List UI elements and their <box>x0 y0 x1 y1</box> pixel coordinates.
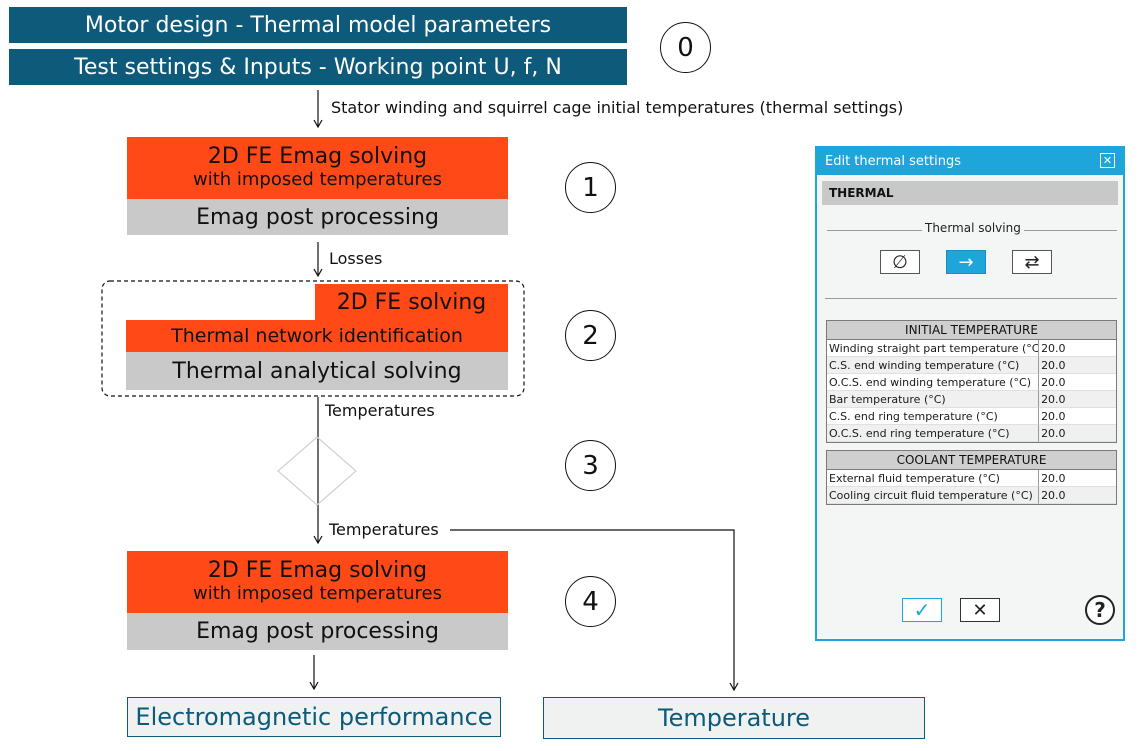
ok-button[interactable]: ✓ <box>902 598 942 622</box>
block2-dashed-frame <box>101 280 525 397</box>
coolant-temperature-title: COOLANT TEMPERATURE <box>896 453 1047 467</box>
block4-post-processing: Emag post processing <box>127 613 508 650</box>
checkmark-icon: ✓ <box>913 598 931 622</box>
result-temperature: Temperature <box>543 697 925 739</box>
row-value-field[interactable]: 20.0 <box>1039 357 1116 374</box>
thermal-solving-label: Thermal solving <box>922 221 1024 235</box>
initial-temperature-header: INITIAL TEMPERATURE <box>827 321 1116 340</box>
table-row: Cooling circuit fluid temperature (°C)20… <box>827 487 1116 504</box>
row-label: Bar temperature (°C) <box>827 391 1040 408</box>
block1-post-processing: Emag post processing <box>127 199 508 235</box>
row-value-field[interactable]: 20.0 <box>1039 374 1116 391</box>
motor-design-text: Motor design - Thermal model parameters <box>84 12 552 38</box>
dialog-title: Edit thermal settings <box>825 154 961 169</box>
row-label: External fluid temperature (°C) <box>827 470 1040 487</box>
table-row: O.C.S. end winding temperature (°C)20.0 <box>827 374 1116 391</box>
block1-post-text: Emag post processing <box>196 204 439 230</box>
temperatures-label-2: Temperatures <box>329 520 439 539</box>
dialog-divider <box>825 298 1117 299</box>
block1-title: 2D FE Emag solving <box>207 144 428 169</box>
no-thermal-solving-button[interactable]: ∅ <box>880 250 920 274</box>
row-value-field[interactable]: 20.0 <box>1039 470 1116 487</box>
step-1-circle: 1 <box>565 162 616 213</box>
two-way-coupling-button[interactable]: ⇄ <box>1012 250 1052 274</box>
row-value-field[interactable]: 20.0 <box>1039 425 1116 442</box>
block1-emag-solving: 2D FE Emag solving with imposed temperat… <box>127 137 508 199</box>
table-row: C.S. end ring temperature (°C)20.0 <box>827 408 1116 425</box>
block2-analytical-text: Thermal analytical solving <box>172 358 462 384</box>
block2-network-identification: Thermal network identification <box>126 320 508 352</box>
coolant-temperature-table: COOLANT TEMPERATURE External fluid tempe… <box>826 450 1117 505</box>
step-3-number: 3 <box>582 450 599 481</box>
test-settings-bar: Test settings & Inputs - Working point U… <box>9 49 627 85</box>
close-icon[interactable]: ✕ <box>1100 153 1115 168</box>
test-settings-text: Test settings & Inputs - Working point U… <box>74 54 562 80</box>
losses-label: Losses <box>329 249 383 268</box>
block4-post-text: Emag post processing <box>196 619 439 644</box>
arrow-right-icon: → <box>958 251 974 273</box>
step-2-circle: 2 <box>565 310 616 361</box>
temperature-branch-line <box>450 529 734 690</box>
table-row: C.S. end winding temperature (°C)20.0 <box>827 357 1116 374</box>
coolant-temperature-header: COOLANT TEMPERATURE <box>827 451 1116 470</box>
initial-temperatures-label: Stator winding and squirrel cage initial… <box>331 98 904 117</box>
table-row: O.C.S. end ring temperature (°C)20.0 <box>827 425 1116 442</box>
block2-fe-text: 2D FE solving <box>336 289 487 315</box>
row-label: C.S. end winding temperature (°C) <box>827 357 1040 374</box>
x-icon: ✕ <box>972 599 988 621</box>
row-label: Winding straight part temperature (°C) <box>827 340 1040 357</box>
step-2-number: 2 <box>582 320 599 351</box>
help-icon: ? <box>1094 598 1106 622</box>
thermal-section-label: THERMAL <box>829 186 894 200</box>
block4-subtitle: with imposed temperatures <box>192 583 442 604</box>
table-row: External fluid temperature (°C)20.0 <box>827 470 1116 487</box>
arrows-exchange-icon: ⇄ <box>1024 251 1040 273</box>
block4-emag-solving: 2D FE Emag solving with imposed temperat… <box>127 551 508 613</box>
row-value-field[interactable]: 20.0 <box>1039 391 1116 408</box>
help-button[interactable]: ? <box>1085 595 1115 625</box>
row-label: Cooling circuit fluid temperature (°C) <box>827 487 1040 504</box>
result-temp-text: Temperature <box>657 704 811 732</box>
thermal-section-header: THERMAL <box>822 181 1118 205</box>
block2-analytical-solving: Thermal analytical solving <box>126 352 508 390</box>
block1-subtitle: with imposed temperatures <box>192 169 442 190</box>
table-row: Winding straight part temperature (°C)20… <box>827 340 1116 357</box>
result-electromagnetic-performance: Electromagnetic performance <box>127 697 501 737</box>
step-4-number: 4 <box>582 586 599 617</box>
cancel-button[interactable]: ✕ <box>960 598 1000 622</box>
edit-thermal-settings-dialog: Edit thermal settings ✕ THERMAL Thermal … <box>815 146 1125 641</box>
one-way-coupling-button[interactable]: → <box>946 250 986 274</box>
block2-network-text: Thermal network identification <box>171 325 463 347</box>
decision-diamond <box>277 436 357 506</box>
row-label: C.S. end ring temperature (°C) <box>827 408 1040 425</box>
block2-fe-solving: 2D FE solving <box>315 284 508 320</box>
step-0-number: 0 <box>677 32 694 63</box>
block4-title: 2D FE Emag solving <box>207 558 428 583</box>
initial-temperature-title: INITIAL TEMPERATURE <box>905 323 1038 337</box>
step-1-number: 1 <box>582 172 599 203</box>
table-row: Bar temperature (°C)20.0 <box>827 391 1116 408</box>
row-value-field[interactable]: 20.0 <box>1039 487 1116 504</box>
empty-set-icon: ∅ <box>892 251 908 273</box>
row-value-field[interactable]: 20.0 <box>1039 408 1116 425</box>
row-label: O.C.S. end winding temperature (°C) <box>827 374 1040 391</box>
row-value-field[interactable]: 20.0 <box>1039 340 1116 357</box>
motor-design-bar: Motor design - Thermal model parameters <box>9 7 627 43</box>
result-em-text: Electromagnetic performance <box>135 703 493 731</box>
step-4-circle: 4 <box>565 576 616 627</box>
row-label: O.C.S. end ring temperature (°C) <box>827 425 1040 442</box>
step-3-circle: 3 <box>565 440 616 491</box>
initial-temperature-table: INITIAL TEMPERATURE Winding straight par… <box>826 320 1117 443</box>
step-0-circle: 0 <box>660 22 711 73</box>
temperatures-label-1: Temperatures <box>325 401 435 420</box>
dialog-title-bar: Edit thermal settings ✕ <box>817 148 1123 175</box>
